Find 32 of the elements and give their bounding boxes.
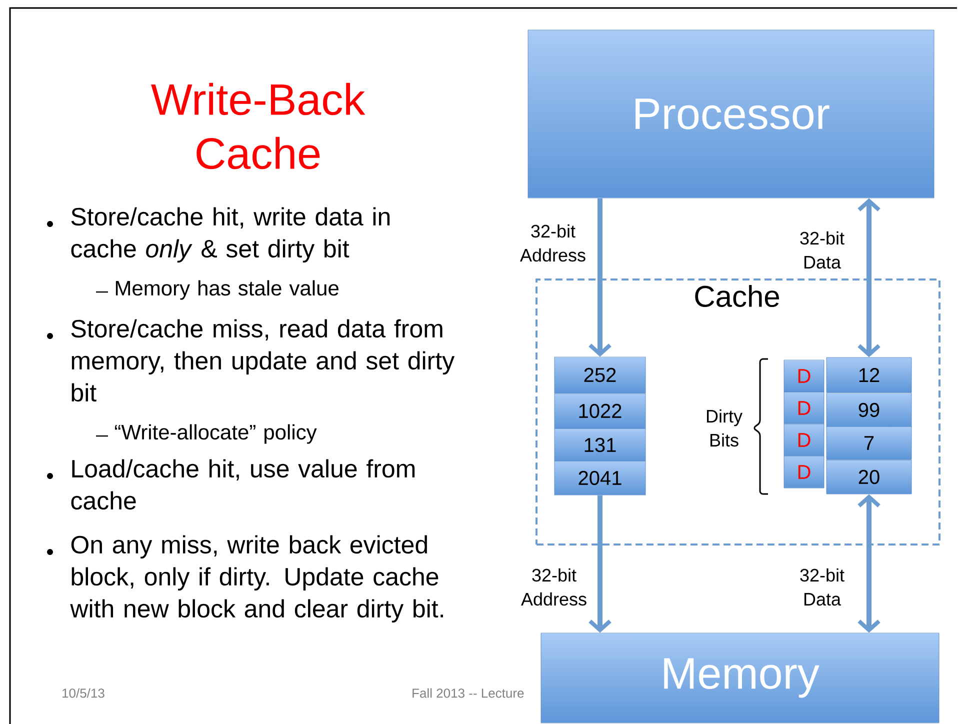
dirty-bit-cell: D [784,424,824,456]
cache-cell: 2041 [554,460,646,496]
bullet-text: On any miss, write back evicted block, only if dirty. Update cache with new block and clear dirty bit. [70,535,443,623]
bullet-text: Load/cache hit, use value from cache [71,459,415,510]
edge-label: 32-bit Data [800,231,844,269]
cache-cell: 7 [826,426,912,460]
sub-bullet-text: Memory has stale value [116,280,338,300]
component-box: Memory [540,632,940,724]
slide-title: Write-Back Cache [151,82,366,170]
edge-label: 32-bit Address [520,224,586,262]
sub-bullet-text: “Write-allocate” policy [114,424,317,444]
cache-cell: 252 [554,356,646,394]
cache-cell: 20 [826,460,912,494]
arrow [588,495,612,633]
cache-cell: 1022 [554,393,646,429]
edge-label: 32-bit Data [800,568,844,606]
cache-cell: 131 [554,428,646,462]
arrow [858,198,880,358]
dirty-bit-cell: D [784,456,824,488]
dirty-bit-cell: D [784,392,824,424]
brace-label: Dirty Bits [706,409,742,447]
dirty-bit-cell: D [784,360,824,392]
cache-cell: 99 [826,392,912,428]
arrow [588,198,612,357]
bullet-text: Store/cache miss, read data from memory, then update and set dirty bit [71,319,455,402]
component-box: Processor [528,30,934,198]
footer-text: Fall 2013 -- Lecture [412,688,524,698]
bullet-text: Store/cache hit, write data in cache only & set dirty bit [71,207,390,262]
edge-label: 32-bit Address [521,568,586,606]
arrow [858,494,880,633]
footer-date: 10/5/13 [62,688,104,698]
cache-cell: 12 [826,357,912,393]
